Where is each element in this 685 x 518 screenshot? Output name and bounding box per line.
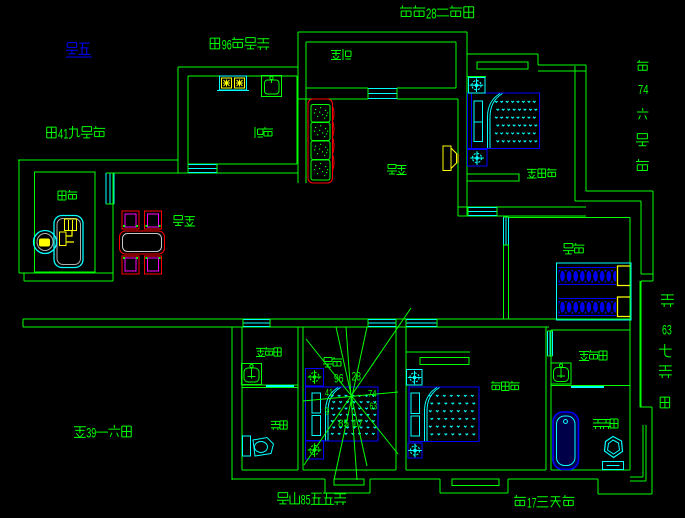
svg-text:63: 63 xyxy=(662,322,672,338)
svg-text:17: 17 xyxy=(352,418,363,430)
svg-text:17: 17 xyxy=(527,495,537,511)
svg-text:74: 74 xyxy=(638,82,649,97)
svg-text:74: 74 xyxy=(368,388,377,400)
svg-text:85: 85 xyxy=(338,418,349,430)
svg-text:41: 41 xyxy=(58,126,69,142)
svg-text:9: 9 xyxy=(325,406,330,418)
svg-text:96: 96 xyxy=(222,37,232,53)
svg-text:28: 28 xyxy=(426,7,437,23)
svg-text:39: 39 xyxy=(86,425,96,441)
svg-text:85: 85 xyxy=(301,492,311,508)
svg-text:28: 28 xyxy=(352,370,362,384)
svg-text:63: 63 xyxy=(370,401,378,413)
svg-text:96: 96 xyxy=(334,372,344,386)
svg-text:41: 41 xyxy=(325,387,333,399)
